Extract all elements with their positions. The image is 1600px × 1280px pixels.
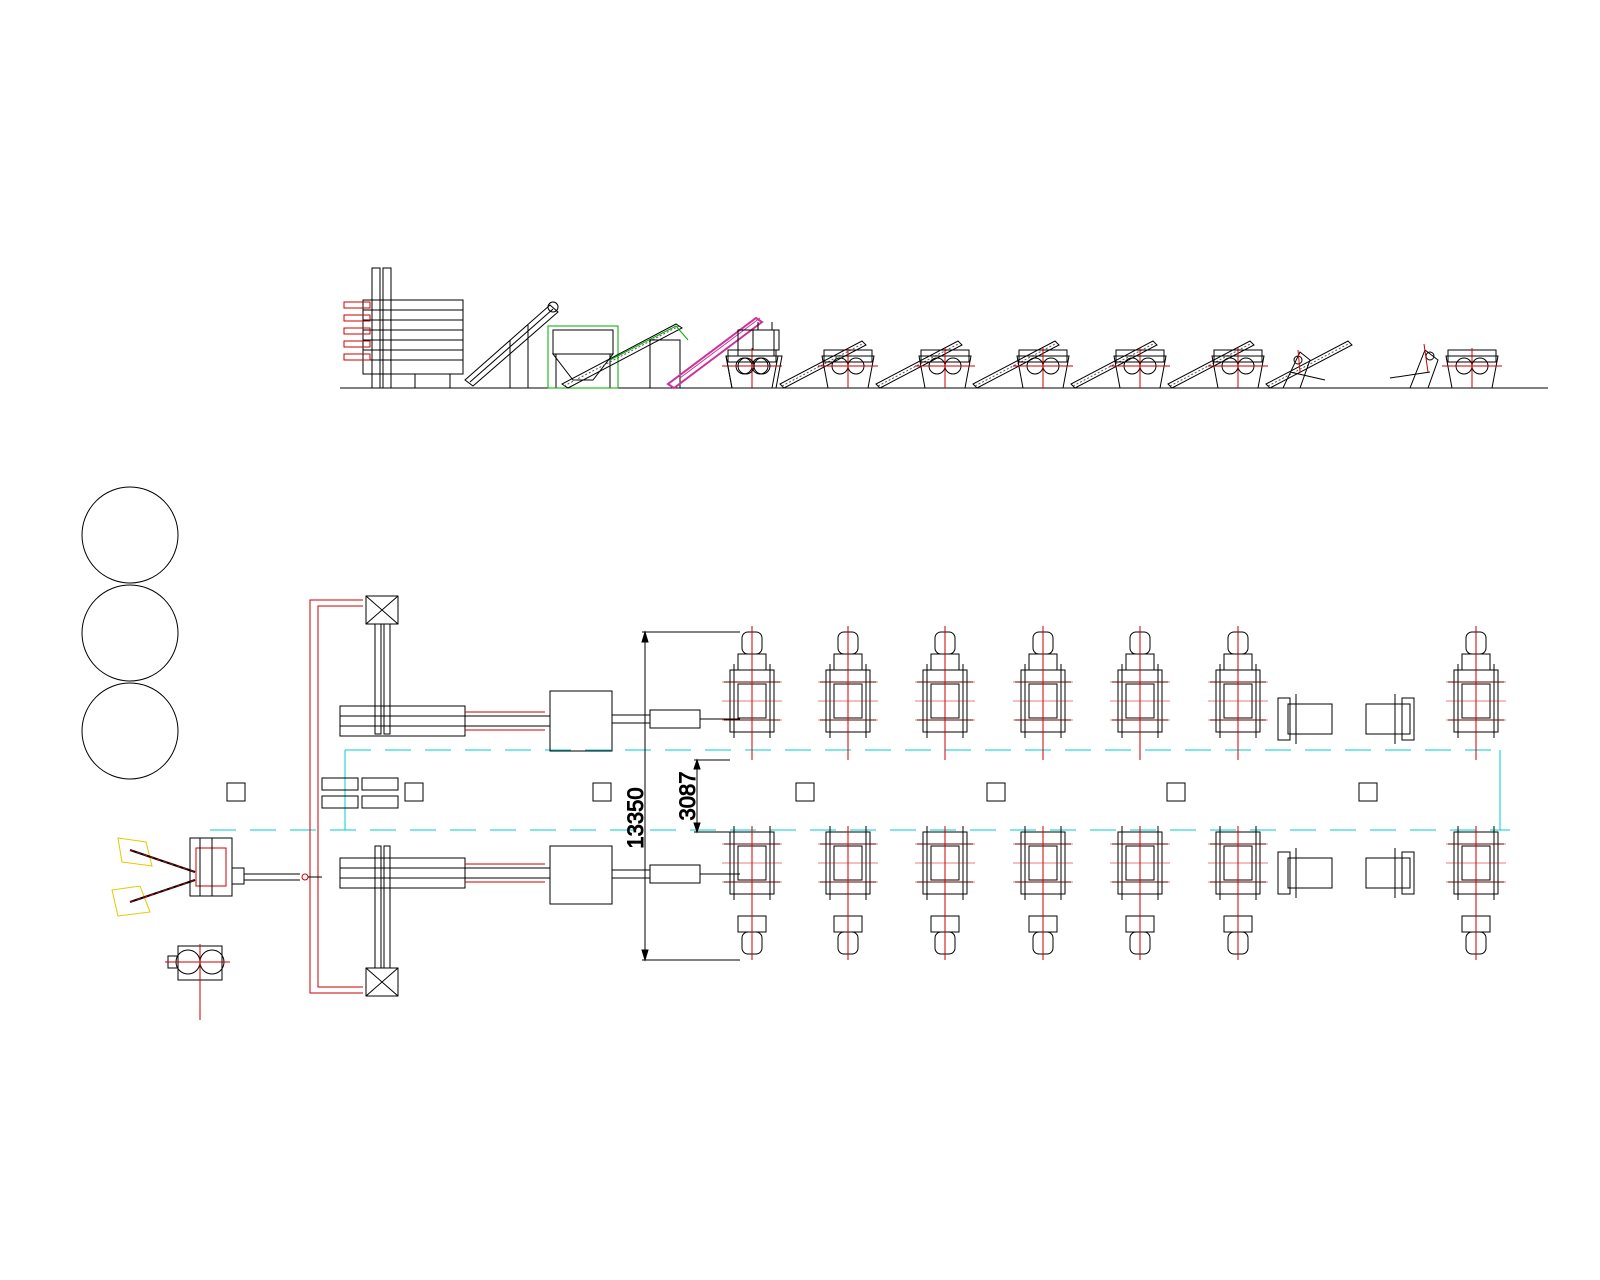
elevation-stand-2	[818, 348, 878, 389]
dimension-3087: 3087	[675, 758, 730, 834]
upper-stand-1	[722, 626, 782, 760]
rolling-line-guides	[210, 749, 1510, 831]
dimension-label-overall: 13350	[623, 787, 648, 848]
upper-transfer-unit	[339, 595, 550, 737]
entry-manipulator	[111, 837, 322, 917]
marker-square-4	[795, 782, 815, 802]
upper-stand-6	[1208, 626, 1268, 760]
drive-shafts	[612, 709, 740, 884]
elevation-stand-4	[1013, 348, 1073, 389]
belt-feeder-elevation	[561, 323, 689, 389]
marker-square-7	[1358, 782, 1378, 802]
lower-stand-2	[818, 826, 878, 960]
dimension-13350: 13350	[623, 630, 740, 962]
marker-square-1	[226, 782, 246, 802]
lower-stand-4	[1013, 826, 1073, 960]
lower-stand-1	[722, 826, 782, 960]
lower-stand-3	[915, 826, 975, 960]
pinch-roll-unit	[165, 944, 230, 1020]
elevation-stand-7	[1442, 348, 1502, 389]
marker-square-2	[404, 782, 424, 802]
furnace-stack-elevation	[343, 267, 464, 389]
line-position-markers	[226, 782, 1378, 802]
elevation-conveyor-5	[1167, 340, 1255, 389]
plan-view: 13350 3087	[81, 486, 1510, 1020]
elevation-stand-3	[915, 348, 975, 389]
elevator-elevation	[666, 316, 780, 390]
lower-transfer-unit	[339, 845, 550, 997]
upper-gearbox	[549, 690, 613, 752]
plan-stands	[722, 626, 1506, 960]
elevation-stand-0	[725, 329, 783, 389]
elevation-conveyor-1	[779, 340, 867, 389]
control-cabinets	[321, 777, 399, 809]
upper-stand-2	[818, 626, 878, 760]
elevation-conveyor-4	[1070, 340, 1158, 389]
dimension-label-gap: 3087	[675, 772, 700, 821]
coil-storage-circle-1	[81, 486, 179, 584]
marker-square-6	[1166, 782, 1186, 802]
flying-shear-elevation	[1282, 349, 1326, 389]
upper-stand-7	[1446, 626, 1506, 760]
elevation-view	[340, 267, 1548, 390]
lower-gearbox	[549, 845, 613, 905]
upper-stand-4	[1013, 626, 1073, 760]
lower-stand-6	[1208, 826, 1268, 960]
upper-stand-3	[915, 626, 975, 760]
shear-units-plan	[1277, 694, 1415, 898]
coil-storage-circle-2	[81, 584, 179, 682]
screw-conveyor-elevation	[464, 301, 559, 388]
cooling-bed-feeder-elevation	[1389, 343, 1439, 389]
lower-stand-7	[1446, 826, 1506, 960]
lower-stand-5	[1110, 826, 1170, 960]
coil-storage-circle-3	[81, 682, 179, 780]
upper-stand-5	[1110, 626, 1170, 760]
elevation-conveyor-2	[875, 340, 963, 389]
marker-square-3	[592, 782, 612, 802]
marker-square-5	[986, 782, 1006, 802]
elevation-conveyor-6	[1265, 340, 1353, 389]
elevation-stand-6	[1208, 348, 1268, 389]
elevation-conveyor-3	[972, 340, 1060, 389]
hopper-elevation	[547, 325, 619, 389]
elevation-stand-5	[1110, 348, 1170, 389]
elevation-stands	[722, 329, 1502, 389]
hydraulic-piping	[309, 599, 363, 994]
